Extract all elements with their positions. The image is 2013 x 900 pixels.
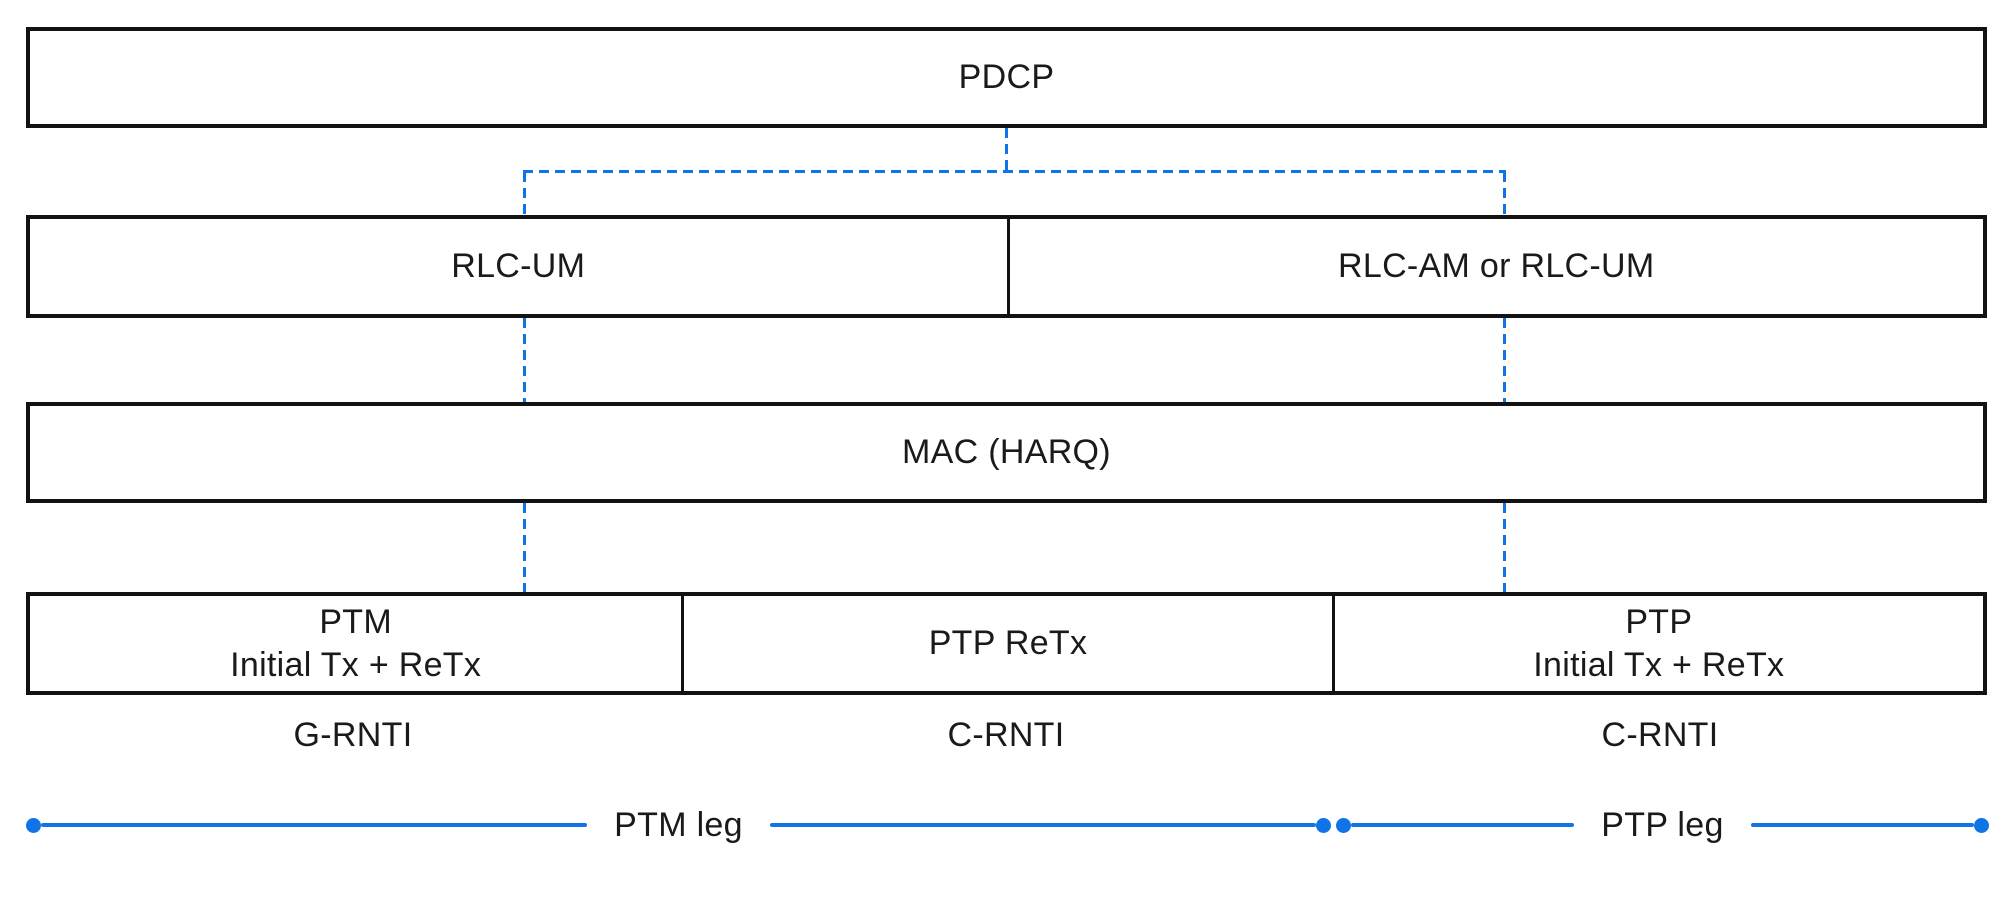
rlc-am-box: RLC-AM or RLC-UM (1006, 219, 1984, 314)
ptm-leg-start-dot (26, 817, 41, 833)
ptp-initial-line1: PTP (1625, 602, 1693, 641)
dashed-connector-rlcum-to-mac (523, 318, 526, 402)
dashed-connector-rlcam-to-mac (1503, 318, 1506, 402)
dashed-connector-mac-to-ptm (523, 503, 526, 592)
rlc-am-label: RLC-AM or RLC-UM (1338, 247, 1655, 285)
ptm-leg-line-right (769, 823, 1316, 827)
c-rnti-label-right: C-RNTI (1601, 716, 1719, 754)
ptp-retx-box: PTP ReTx (681, 596, 1331, 691)
rlc-um-label: RLC-UM (451, 247, 586, 285)
ptm-leg: PTM leg (26, 803, 1331, 847)
ptm-initial-box: PTM Initial Tx + ReTx (30, 596, 681, 691)
ptp-leg-line-left (1351, 823, 1575, 827)
ptp-leg-label: PTP leg (1601, 805, 1724, 844)
ptp-leg: PTP leg (1336, 803, 1989, 847)
pdcp-box: PDCP (26, 27, 1987, 128)
dashed-connector-pdcp-stub (1005, 128, 1008, 172)
dashed-connector-horizontal (523, 170, 1506, 173)
c-rnti-label-middle: C-RNTI (947, 716, 1065, 754)
transmission-row: PTM Initial Tx + ReTx PTP ReTx PTP Initi… (26, 592, 1987, 695)
rlc-row: RLC-UM RLC-AM or RLC-UM (26, 215, 1987, 318)
rlc-um-box: RLC-UM (30, 219, 1007, 314)
pdcp-label: PDCP (958, 58, 1055, 96)
mac-label: MAC (HARQ) (902, 433, 1111, 471)
ptm-initial-line2: Initial Tx + ReTx (230, 645, 482, 684)
mac-box: MAC (HARQ) (26, 402, 1987, 503)
dashed-connector-right-to-rlc (1503, 172, 1506, 215)
ptp-leg-start-dot (1336, 817, 1351, 833)
ptp-leg-line-right (1750, 823, 1974, 827)
ptp-retx-label: PTP ReTx (928, 624, 1088, 662)
ptp-leg-end-dot (1974, 817, 1989, 833)
dashed-connector-left-to-rlc (523, 172, 526, 215)
g-rnti-label: G-RNTI (293, 716, 413, 754)
ptm-leg-label: PTM leg (614, 805, 743, 844)
ptm-leg-line-left (41, 823, 588, 827)
dashed-connector-mac-to-ptp (1503, 503, 1506, 592)
ptm-leg-end-dot (1316, 817, 1331, 833)
ptm-initial-line1: PTM (319, 602, 392, 641)
ptp-initial-box: PTP Initial Tx + ReTx (1331, 596, 1983, 691)
ptp-initial-line2: Initial Tx + ReTx (1533, 645, 1785, 684)
